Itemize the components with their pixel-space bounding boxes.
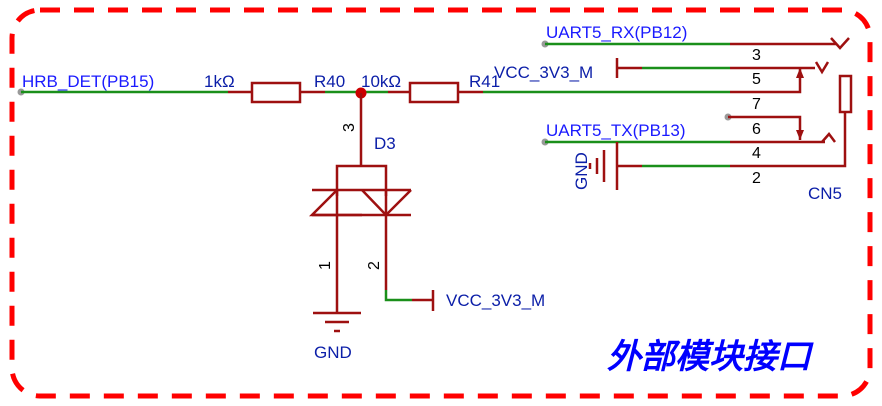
resistor-r41 bbox=[408, 81, 460, 104]
cn5-switch-arrow-down bbox=[796, 130, 804, 140]
d3-top-bracket bbox=[335, 164, 388, 196]
cn5-pin3-contact bbox=[830, 37, 850, 50]
cn5-pin-3: 3 bbox=[752, 47, 761, 64]
d3-designator: D3 bbox=[374, 134, 396, 153]
net-label-hrb-det: HRB_DET(PB15) bbox=[22, 72, 154, 91]
net-label-gnd-diode: GND bbox=[314, 343, 352, 362]
cn5-pin6-line bbox=[728, 115, 802, 140]
cn5-pin-6: 6 bbox=[752, 121, 761, 138]
d3-triangle-left bbox=[308, 189, 362, 217]
section-title: 外部模块接口 bbox=[607, 337, 814, 377]
d3-pin-1: 1 bbox=[317, 261, 334, 270]
net-label-uart5-rx: UART5_RX(PB12) bbox=[546, 23, 687, 42]
cn5-designator: CN5 bbox=[808, 184, 842, 203]
cn5-pin4-contact bbox=[821, 132, 836, 143]
cn5-body bbox=[838, 74, 853, 114]
resistor-r40 bbox=[250, 81, 302, 104]
d3-pin-2: 2 bbox=[366, 261, 383, 270]
cn5-pin-5: 5 bbox=[752, 71, 761, 88]
cn5-pin-7: 7 bbox=[752, 96, 761, 113]
wire-d3-vcc bbox=[384, 290, 412, 302]
net-label-vcc-top: VCC_3V3_M bbox=[494, 63, 593, 82]
cn5-switch-arrow-up bbox=[796, 68, 804, 78]
net-label-vcc-bottom: VCC_3V3_M bbox=[446, 291, 545, 310]
net-label-gnd-connector: GND bbox=[572, 152, 591, 190]
cn5-pin-4: 4 bbox=[752, 145, 761, 162]
net-label-uart5-tx: UART5_TX(PB13) bbox=[546, 121, 686, 140]
r40-designator: R40 bbox=[314, 72, 345, 91]
r41-value: 10kΩ bbox=[361, 72, 401, 91]
cn5-pin7-line bbox=[730, 68, 802, 94]
cn5-pin-2: 2 bbox=[752, 170, 761, 187]
cn5-pin5-contact bbox=[814, 61, 830, 75]
cn5-pin2-line bbox=[730, 112, 847, 168]
r41-designator: R41 bbox=[469, 72, 500, 91]
r40-value: 1kΩ bbox=[204, 72, 235, 91]
d3-pin-3: 3 bbox=[341, 123, 358, 132]
